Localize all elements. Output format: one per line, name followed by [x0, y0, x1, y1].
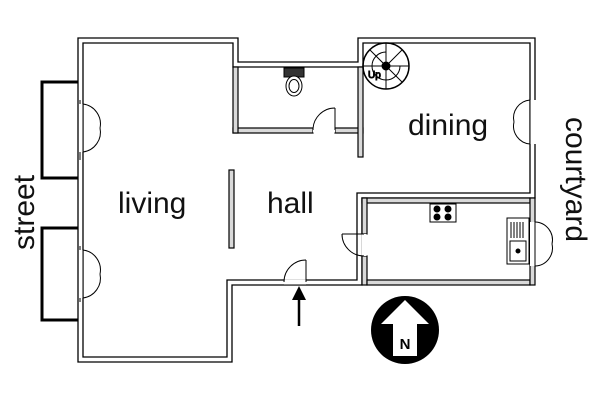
compass-letter: N	[400, 336, 411, 353]
courtyard-door-dining	[513, 99, 536, 145]
entrance-arrow-icon	[292, 286, 306, 326]
street-bay-windows	[40, 80, 81, 322]
room-label-living: living	[118, 187, 186, 220]
entrance-door	[283, 259, 307, 285]
room-label-dining: dining	[408, 109, 488, 142]
courtyard-door-kitchen	[530, 221, 553, 267]
spiral-stair-icon: Up	[362, 42, 410, 90]
sink-icon	[506, 217, 530, 265]
cooktop-icon	[429, 203, 457, 223]
street-door-lower	[79, 249, 101, 299]
kitchen-door	[341, 233, 367, 257]
compass-north-icon: N	[371, 296, 439, 364]
stairs-label: Up	[368, 70, 381, 81]
wc-door	[312, 107, 336, 133]
toilet-icon	[283, 67, 305, 97]
outside-label-courtyard: courtyard	[559, 117, 592, 242]
outside-label-street: street	[8, 174, 41, 250]
room-label-hall: hall	[267, 187, 314, 220]
interior-walls	[228, 66, 536, 286]
street-door-upper	[79, 103, 101, 153]
